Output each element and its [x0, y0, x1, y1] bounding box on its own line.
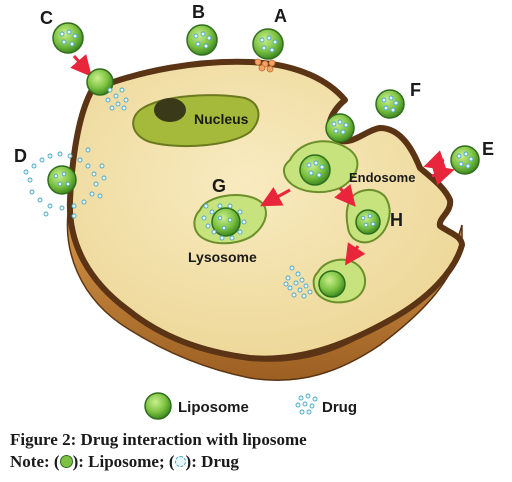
liposome-d [23, 147, 107, 219]
label-e: E [482, 139, 494, 159]
liposome-b [186, 24, 218, 56]
endosome-label: Endosome [349, 170, 415, 185]
legend-liposome-icon [144, 392, 172, 420]
endosome-h [345, 189, 391, 244]
figure-caption: Figure 2: Drug interaction with liposome [10, 430, 307, 449]
legend-drug-icon [295, 393, 318, 415]
label-a: A [274, 6, 287, 26]
receptor-a [254, 58, 276, 73]
release-vesicle [283, 258, 367, 304]
lysosome-label: Lysosome [188, 249, 257, 265]
note-prefix: Note: ( [10, 452, 60, 471]
nucleus: Nucleus [132, 94, 260, 148]
legend: Liposome Drug [144, 392, 357, 420]
arrow-h-to-release [345, 242, 366, 266]
process-arrows [70, 54, 455, 266]
label-b: B [192, 2, 205, 22]
note-mid2: ): Drug [185, 452, 239, 471]
lysosome: Lysosome [188, 194, 267, 265]
label-g: G [212, 176, 226, 196]
label-h: H [390, 210, 403, 230]
liposome-f [375, 89, 405, 119]
note-mid1: ): Liposome; ( [72, 452, 175, 471]
endosome: Endosome [282, 140, 415, 194]
nucleus-label: Nucleus [194, 111, 249, 127]
arrow-endosome-to-lysosome [260, 187, 291, 207]
drug-dots-d [23, 147, 107, 219]
figure-note: Note: ( ): Liposome; ( ): Drug [10, 452, 239, 472]
note-liposome-icon [59, 455, 73, 468]
liposome-e [450, 145, 480, 175]
legend-drug-label: Drug [322, 399, 357, 416]
drug-dots-c [105, 87, 129, 111]
legend-liposome-label: Liposome [178, 399, 249, 416]
arrow-e-in [423, 150, 447, 171]
label-d: D [14, 146, 27, 166]
arrow-e-out [431, 165, 455, 186]
arrow-c [70, 54, 92, 77]
drug-dots-release [283, 265, 313, 299]
label-f: F [410, 80, 421, 100]
drug-dots-lysosome [201, 203, 247, 241]
arrow-endosome-to-h [334, 184, 356, 207]
liposome-c [52, 22, 129, 111]
endosome-entry [325, 113, 355, 143]
note-drug-icon [174, 456, 186, 467]
liposome-a [252, 28, 284, 73]
label-c: C [40, 8, 53, 28]
drug-dots-f [331, 119, 349, 135]
